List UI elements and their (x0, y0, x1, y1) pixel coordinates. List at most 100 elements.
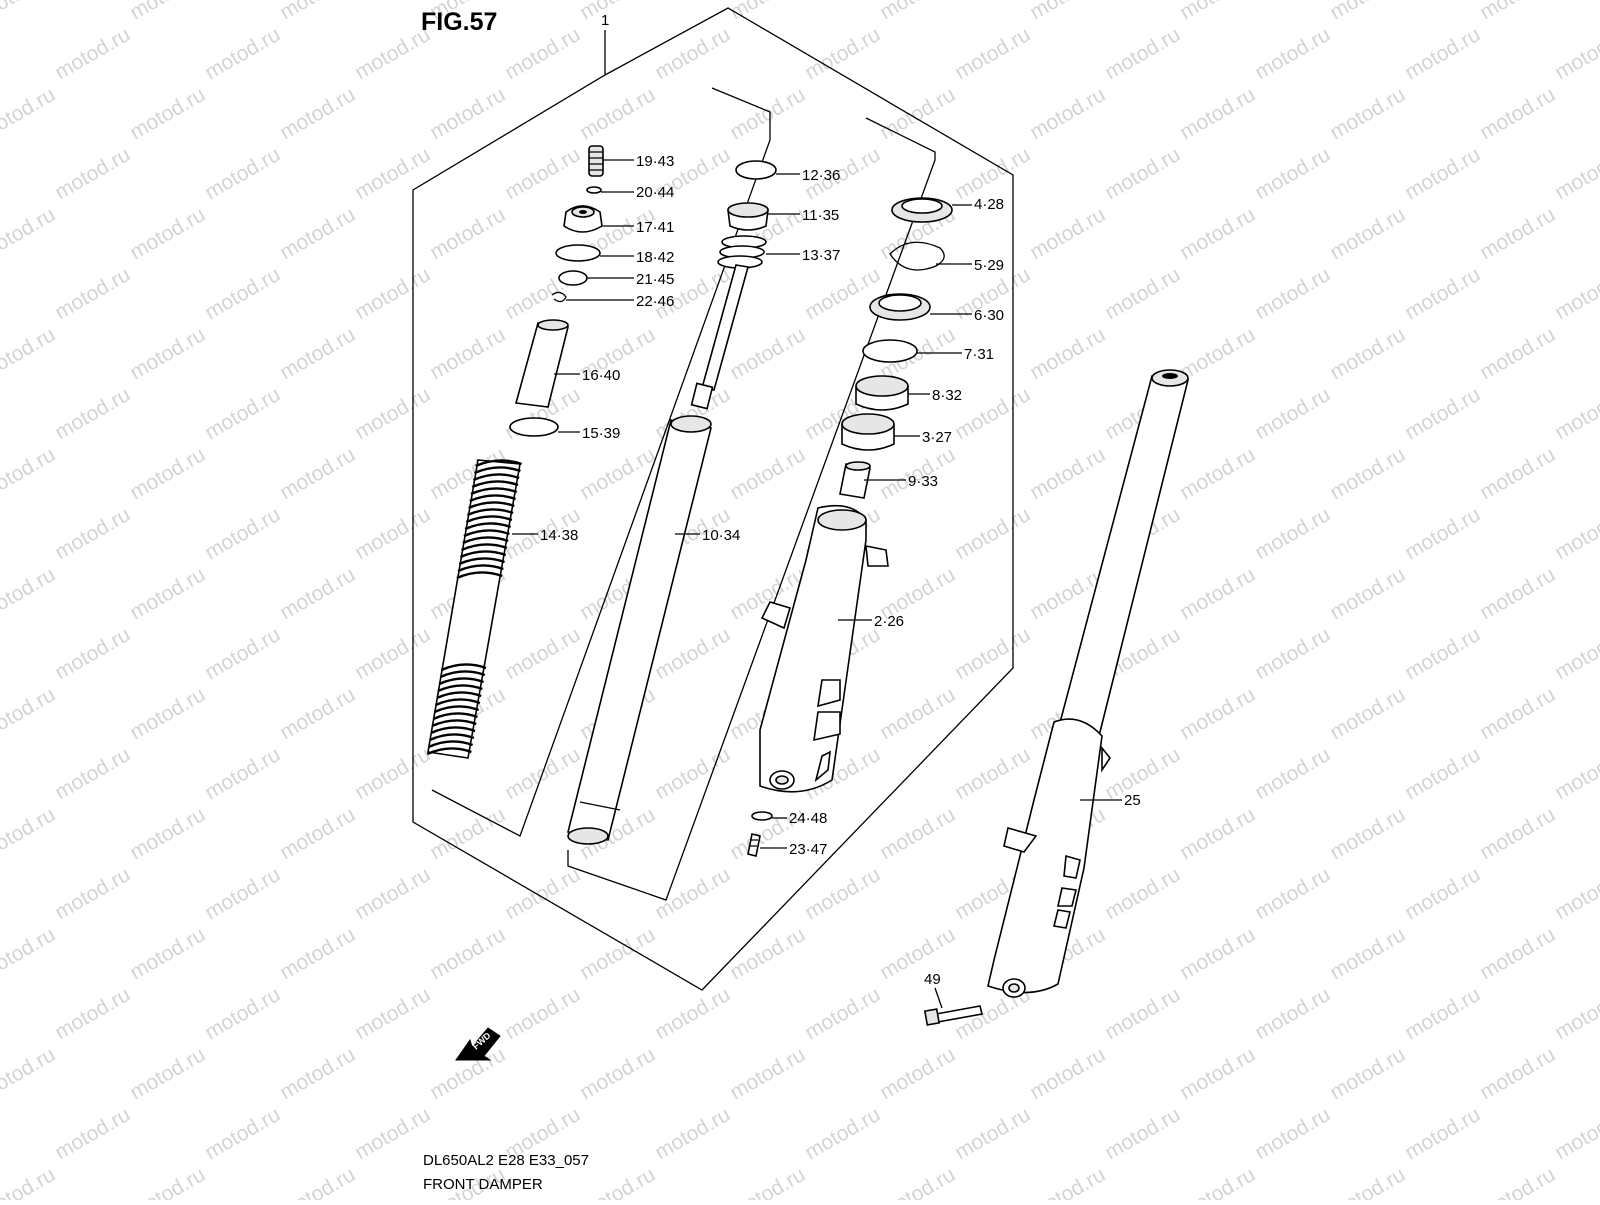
watermark-text: motod.ru (1251, 143, 1334, 204)
watermark-text: motod.ru (1326, 923, 1409, 984)
watermark-text: motod.ru (276, 683, 359, 744)
watermark-text: motod.ru (426, 83, 509, 144)
watermark-text: motod.ru (1401, 23, 1484, 84)
watermark-text: motod.ru (276, 1043, 359, 1104)
watermark-text: motod.ru (1476, 203, 1559, 264)
part-16-spacer (514, 319, 569, 408)
watermark-text: motod.ru (1476, 1043, 1559, 1104)
spring-coil (474, 466, 521, 475)
watermark-text: motod.ru (51, 143, 134, 204)
watermark-text: motod.ru (576, 923, 659, 984)
watermark-text: motod.ru (1401, 1103, 1484, 1164)
watermark-text: motod.ru (201, 863, 284, 924)
part-20-o-ring (586, 186, 602, 194)
callout-11: 11·35 (802, 207, 839, 224)
watermark-text: motod.ru (951, 383, 1034, 444)
watermark-text: motod.ru (1551, 503, 1600, 564)
watermark-text: motod.ru (126, 0, 209, 24)
spring-coil (466, 508, 514, 517)
part-11-bushing (727, 202, 769, 231)
watermark-text: motod.ru (351, 983, 434, 1044)
watermark-text: motod.ru (1551, 1103, 1600, 1164)
watermark-text: motod.ru (1326, 563, 1409, 624)
watermark-text: motod.ru (1326, 803, 1409, 864)
callout-6: 6·30 (974, 307, 1004, 324)
watermark-text: motod.ru (801, 1103, 884, 1164)
watermark-text: motod.ru (126, 83, 209, 144)
spring-coil (475, 459, 523, 468)
watermark-text: motod.ru (1476, 683, 1559, 744)
assembly-outline (412, 7, 1014, 991)
watermark-text: motod.ru (1476, 563, 1559, 624)
watermark-text: motod.ru (951, 503, 1034, 564)
watermark-text: motod.ru (1176, 83, 1259, 144)
spring-coil (464, 522, 512, 531)
watermark-text: motod.ru (126, 203, 209, 264)
watermark-text: motod.ru (201, 383, 284, 444)
watermark-text: motod.ru (726, 1163, 809, 1200)
spring-coil (458, 557, 505, 566)
watermark-text: motod.ru (201, 143, 284, 204)
part-19-adjuster (588, 145, 604, 177)
watermark-text: motod.ru (1026, 1163, 1109, 1200)
watermark-text: motod.ru (1551, 263, 1600, 324)
watermark-text: motod.ru (351, 623, 434, 684)
spring-coil (436, 691, 482, 700)
watermark-text: motod.ru (351, 863, 434, 924)
watermark-text: motod.ru (501, 623, 584, 684)
watermark-text: motod.ru (576, 0, 659, 24)
watermark-text: motod.ru (1401, 863, 1484, 924)
callout-14: 14·38 (540, 527, 578, 544)
leader-lines (512, 159, 1122, 1009)
watermark-text: motod.ru (126, 1163, 209, 1200)
watermark-text: motod.ru (276, 923, 359, 984)
watermark-text: motod.ru (501, 23, 584, 84)
part-13-spring (717, 235, 767, 269)
watermark-text: motod.ru (1176, 443, 1259, 504)
callout-21: 21·45 (636, 271, 674, 288)
spring-coil (428, 740, 474, 749)
callout-19: 19·43 (636, 153, 674, 170)
part-12-ring (735, 160, 777, 180)
watermark-text: motod.ru (951, 623, 1034, 684)
callout-12: 12·36 (802, 167, 840, 184)
watermark-text: motod.ru (1326, 443, 1409, 504)
spring-coil (461, 543, 508, 552)
watermark-text: motod.ru (1251, 503, 1334, 564)
watermark-text: motod.ru (1401, 143, 1484, 204)
watermark-text: motod.ru (1476, 83, 1559, 144)
callout-16: 16·40 (582, 367, 620, 384)
watermark-text: motod.ru (1251, 23, 1334, 84)
watermark-text: motod.ru (1326, 0, 1409, 24)
part-7-washer (862, 339, 918, 363)
watermark-text: motod.ru (1401, 743, 1484, 804)
watermark-text: motod.ru (876, 83, 959, 144)
watermark-text: motod.ru (876, 923, 959, 984)
watermark-text: motod.ru (726, 923, 809, 984)
watermark-text: motod.ru (876, 683, 959, 744)
callout-23: 23·47 (789, 841, 827, 858)
watermark-text: motod.ru (1176, 0, 1259, 24)
watermark-text: motod.ru (1326, 1163, 1409, 1200)
watermark-text: motod.ru (876, 0, 959, 24)
damper-rod (690, 264, 750, 410)
watermark-text: motod.ru (351, 263, 434, 324)
callout-5: 5·29 (974, 257, 1004, 274)
watermark-text: motod.ru (1251, 863, 1334, 924)
watermark-text: motod.ru (426, 923, 509, 984)
watermark-text: motod.ru (1476, 323, 1559, 384)
watermark-text: motod.ru (276, 803, 359, 864)
watermark-text: motod.ru (576, 443, 659, 504)
callout-8: 8·32 (932, 387, 962, 404)
figure-name: FRONT DAMPER (423, 1176, 543, 1193)
watermark-text: motod.ru (1101, 143, 1184, 204)
spring-coil (429, 733, 475, 742)
watermark-text: motod.ru (1401, 623, 1484, 684)
watermark-text: motod.ru (201, 503, 284, 564)
spring-coil (431, 719, 477, 728)
watermark-text: motod.ru (276, 443, 359, 504)
watermark-text: motod.ru (0, 803, 59, 864)
watermark-text: motod.ru (651, 1103, 734, 1164)
watermark-text: motod.ru (1551, 23, 1600, 84)
watermark-text: motod.ru (1101, 863, 1184, 924)
